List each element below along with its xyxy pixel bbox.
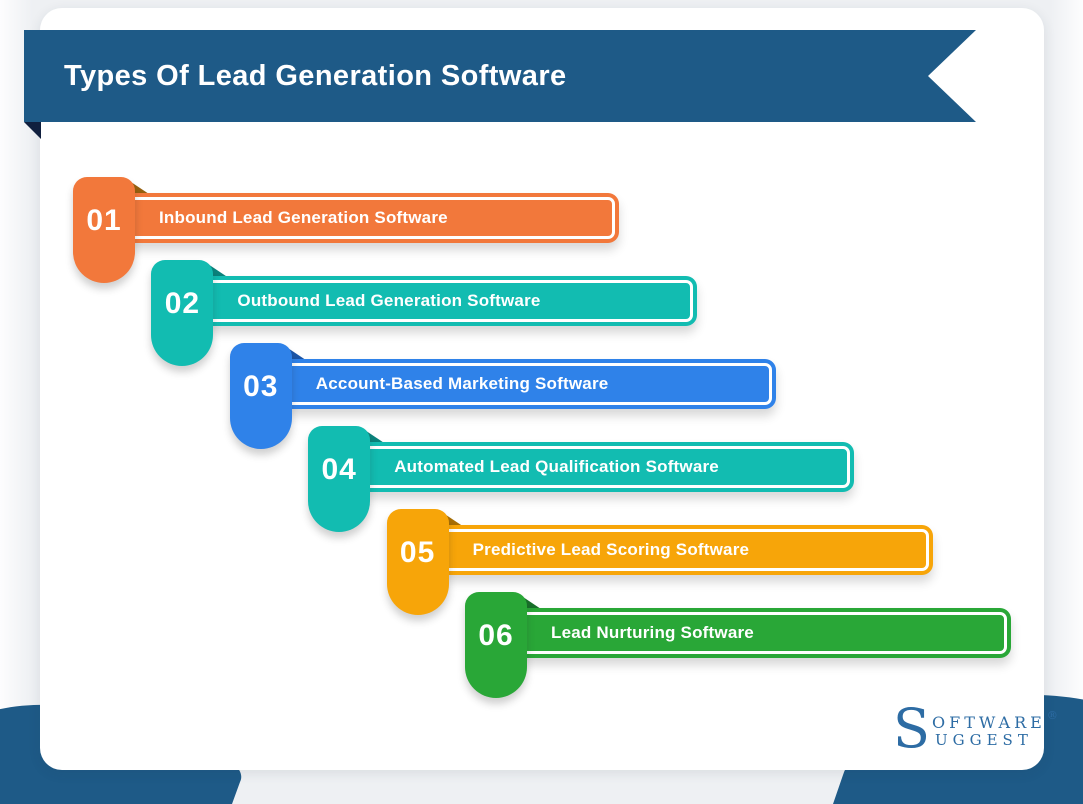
- item-label: Lead Nurturing Software: [551, 623, 754, 642]
- page-title: Types Of Lead Generation Software: [64, 59, 567, 92]
- title-ribbon: Types Of Lead Generation Software: [24, 30, 976, 122]
- item-number-badge: 06: [465, 592, 527, 698]
- item-bar: Predictive Lead Scoring Software: [436, 525, 933, 575]
- logo-line1-text: OFTWARE: [932, 713, 1046, 732]
- item-number: 03: [243, 370, 279, 403]
- item-label: Predictive Lead Scoring Software: [472, 540, 750, 559]
- item-bar-border: Outbound Lead Generation Software: [205, 280, 694, 322]
- item-label: Account-Based Marketing Software: [315, 374, 609, 393]
- list-item: Predictive Lead Scoring Software 05: [386, 509, 1007, 629]
- item-number-badge: 02: [151, 260, 214, 366]
- list-item: Account-Based Marketing Software 03: [229, 343, 850, 463]
- item-number-badge: 01: [73, 177, 135, 283]
- item-bar-border: Automated Lead Qualification Software: [362, 446, 851, 488]
- item-bar: Outbound Lead Generation Software: [201, 276, 698, 326]
- item-number: 04: [321, 453, 357, 486]
- item-number-badge: 04: [308, 426, 371, 532]
- item-bar-border: Predictive Lead Scoring Software: [440, 529, 929, 571]
- list-item: Automated Lead Qualification Software 04: [308, 426, 928, 546]
- item-number: 01: [86, 204, 122, 237]
- item-number: 06: [478, 619, 514, 652]
- item-bar: Account-Based Marketing Software: [279, 359, 776, 409]
- logo-text: OFTWARE ® UGGEST: [932, 709, 1058, 749]
- item-number: 02: [164, 287, 201, 320]
- item-number: 05: [399, 536, 436, 569]
- item-bar: Lead Nurturing Software: [515, 608, 1011, 658]
- item-bar-border: Inbound Lead Generation Software: [127, 197, 615, 239]
- item-number-badge: 03: [229, 343, 292, 449]
- item-bar-border: Lead Nurturing Software: [519, 612, 1007, 654]
- item-number-badge: 05: [386, 509, 449, 615]
- logo-big-s: S: [893, 697, 930, 760]
- list-item: Lead Nurturing Software 06: [465, 592, 1083, 712]
- softwaresuggest-logo: S OFTWARE ® UGGEST: [893, 697, 1058, 760]
- logo-line2-text: UGGEST: [935, 730, 1033, 749]
- list-item: Inbound Lead Generation Software 01: [73, 177, 693, 297]
- item-label: Outbound Lead Generation Software: [237, 291, 541, 310]
- item-label: Inbound Lead Generation Software: [159, 208, 448, 227]
- item-bar-border: Account-Based Marketing Software: [283, 363, 772, 405]
- registered-mark: ®: [1046, 709, 1058, 722]
- item-label: Automated Lead Qualification Software: [394, 457, 719, 476]
- item-bar: Inbound Lead Generation Software: [123, 193, 619, 243]
- list-item: Outbound Lead Generation Software 02: [151, 260, 771, 380]
- item-bar: Automated Lead Qualification Software: [358, 442, 855, 492]
